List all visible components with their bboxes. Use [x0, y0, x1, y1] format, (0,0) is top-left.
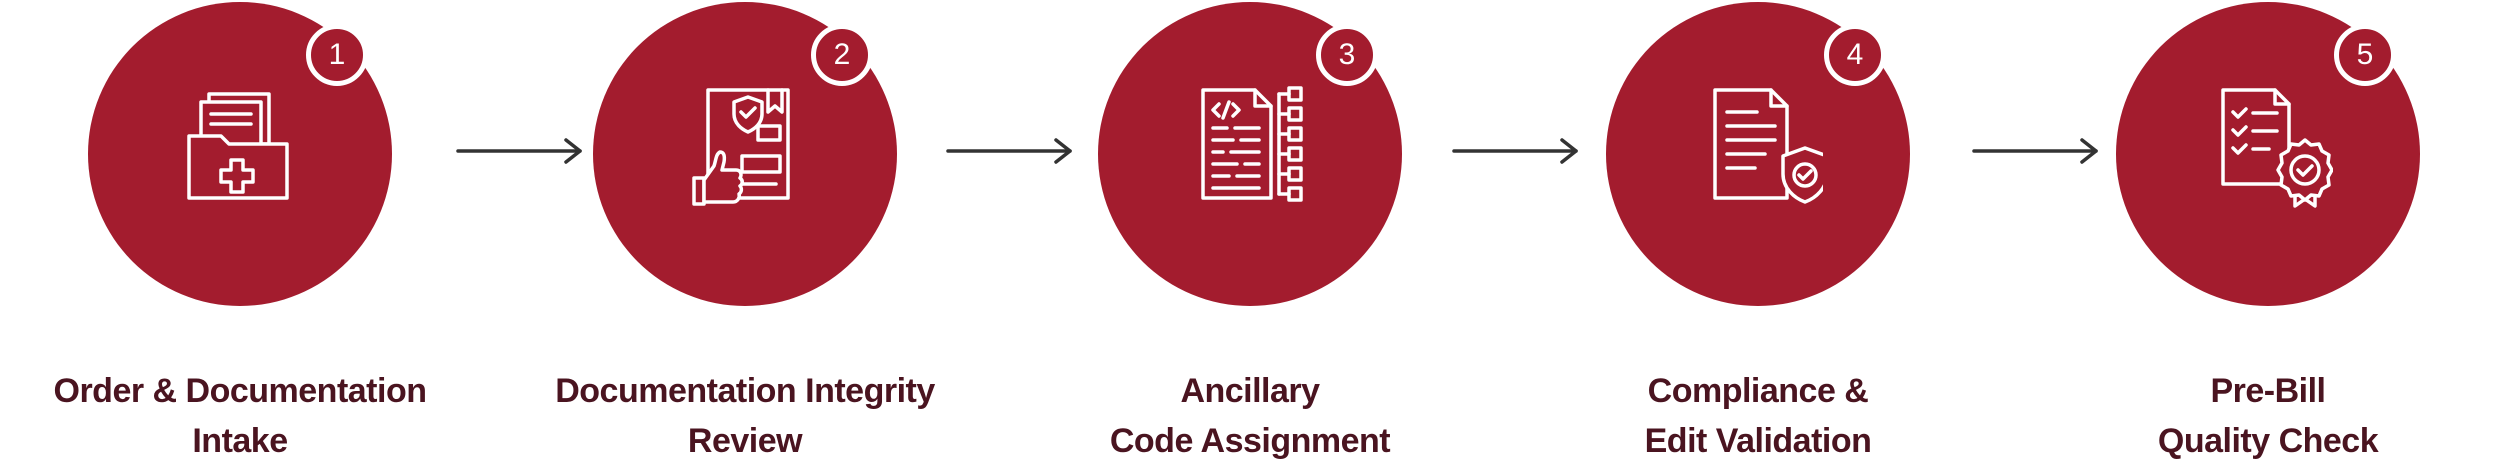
checklist-badge-icon: [2203, 80, 2333, 210]
step-label-line-1: Ancillary: [1180, 372, 1320, 410]
step-number-badge: 4: [1824, 24, 1886, 86]
arrow-right-icon: [1452, 136, 1582, 166]
step-label-line-2: Edit Validation: [1644, 422, 1872, 460]
step-5: 5 Pre-Bill Quality Check: [2108, 0, 2428, 460]
step-label: Pre-Bill Quality Check: [2048, 366, 2488, 466]
arrow-right-icon: [946, 136, 1076, 166]
step-label: Order & Documentation Intake: [20, 366, 460, 466]
step-label-line-2: Review: [687, 422, 803, 460]
step-number-badge: 1: [306, 24, 368, 86]
step-label-line-2: Code Assignment: [1109, 422, 1391, 460]
medical-folder-icon: [175, 80, 305, 210]
arrow-right-icon: [1972, 136, 2102, 166]
step-1: 1 Order & Documentation Intake: [54, 0, 427, 460]
document-review-thumbs-up-icon: [680, 80, 810, 210]
arrow-right-icon: [456, 136, 586, 166]
step-label: Documentation Integrity Review: [525, 366, 965, 466]
code-document-icon: [1185, 80, 1315, 210]
step-label-line-1: Compliance &: [1647, 372, 1869, 410]
step-label-line-1: Pre-Bill: [2210, 372, 2326, 410]
step-3: 3 Ancillary Code Assignment: [1090, 0, 1410, 460]
step-4: 4 Compliance & Edit Validation: [1598, 0, 1918, 460]
step-label-line-1: Order & Documentation: [53, 372, 427, 410]
step-label: Compliance & Edit Validation: [1538, 366, 1978, 466]
step-label-line-2: Intake: [192, 422, 288, 460]
step-2: 2 Documentation Integrity Review: [555, 0, 935, 460]
step-number-badge: 2: [811, 24, 873, 86]
document-shield-check-icon: [1693, 80, 1823, 210]
step-label-line-1: Documentation Integrity: [555, 372, 935, 410]
step-number-badge: 3: [1316, 24, 1378, 86]
step-number-badge: 5: [2334, 24, 2396, 86]
step-label-line-2: Quality Check: [2157, 422, 2379, 460]
step-label: Ancillary Code Assignment: [1030, 366, 1470, 466]
